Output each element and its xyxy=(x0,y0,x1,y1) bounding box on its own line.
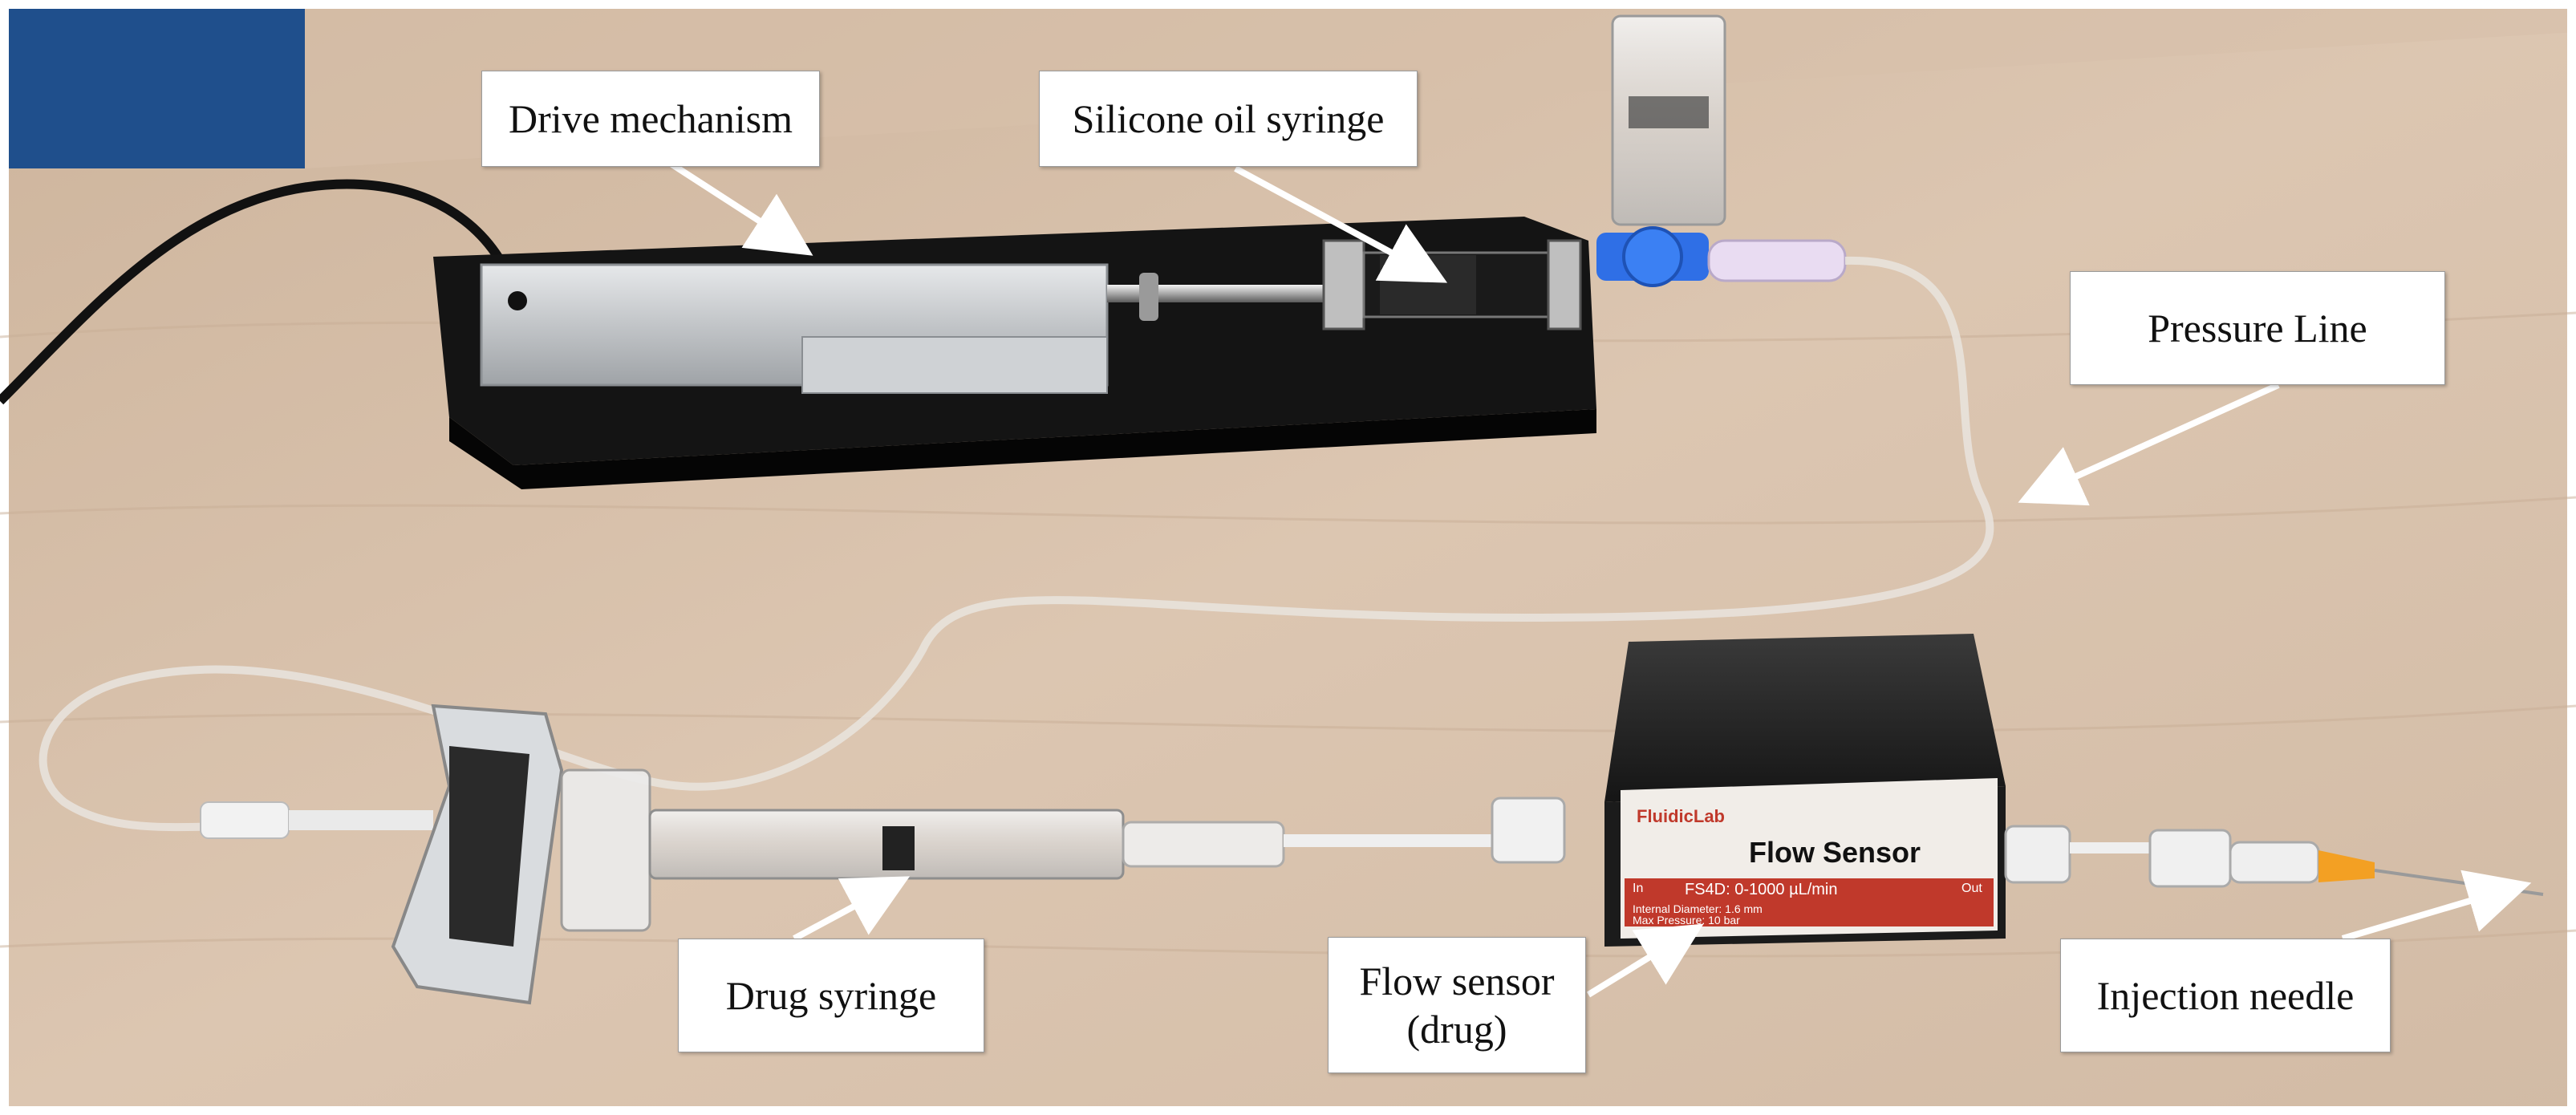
arrow-silicone-oil-syringe xyxy=(1234,165,1448,283)
sensor-port-out-text: Out xyxy=(1961,882,1982,895)
label-silicone-oil-syringe: Silicone oil syringe xyxy=(1039,71,1418,167)
label-silicone-oil-syringe-text: Silicone oil syringe xyxy=(1072,96,1385,141)
flow-sensor-device: FluidicLab Flow Sensor FS4D: 0-1000 µL/m… xyxy=(1604,634,2071,947)
power-cable xyxy=(0,179,518,405)
drug-syringe-assembly xyxy=(200,703,1566,1005)
label-drug-syringe: Drug syringe xyxy=(678,939,984,1052)
label-drug-syringe-text: Drug syringe xyxy=(725,973,937,1018)
sensor-details1-text: Internal Diameter: 1.6 mm xyxy=(1633,902,1763,915)
sensor-brand-text: FluidicLab xyxy=(1637,806,1725,826)
label-flow-sensor-line1: Flow sensor xyxy=(1359,959,1555,1004)
stopcock-assembly xyxy=(1596,14,1847,287)
arrow-flow-sensor xyxy=(1586,923,1704,998)
background-blue-object xyxy=(0,0,305,168)
annotation-arrows xyxy=(663,157,2532,998)
drive-mechanism-unit xyxy=(433,217,1596,489)
arrow-injection-needle xyxy=(2341,870,2532,942)
sensor-spec-text: FS4D: 0-1000 µL/min xyxy=(1685,881,1838,898)
arrow-drive-mechanism xyxy=(663,157,813,256)
sensor-title-text: Flow Sensor xyxy=(1749,836,1921,869)
sensor-port-in-text: In xyxy=(1633,882,1643,895)
label-flow-sensor: Flow sensor (drug) xyxy=(1328,937,1586,1073)
sensor-details2-text: Max Pressure: 10 bar xyxy=(1633,914,1740,926)
arrow-pressure-line xyxy=(2018,382,2280,506)
arrow-drug-syringe xyxy=(793,876,911,942)
label-injection-needle: Injection needle xyxy=(2060,939,2391,1052)
pressure-tube xyxy=(39,256,1994,832)
label-drive-mechanism: Drive mechanism xyxy=(481,71,820,167)
label-flow-sensor-line2: (drug) xyxy=(1406,1007,1507,1052)
needle-assembly xyxy=(2070,829,2544,896)
label-drive-mechanism-text: Drive mechanism xyxy=(508,96,793,141)
label-pressure-line: Pressure Line xyxy=(2070,271,2445,385)
label-injection-needle-text: Injection needle xyxy=(2096,973,2355,1018)
label-pressure-line-text: Pressure Line xyxy=(2148,306,2367,351)
